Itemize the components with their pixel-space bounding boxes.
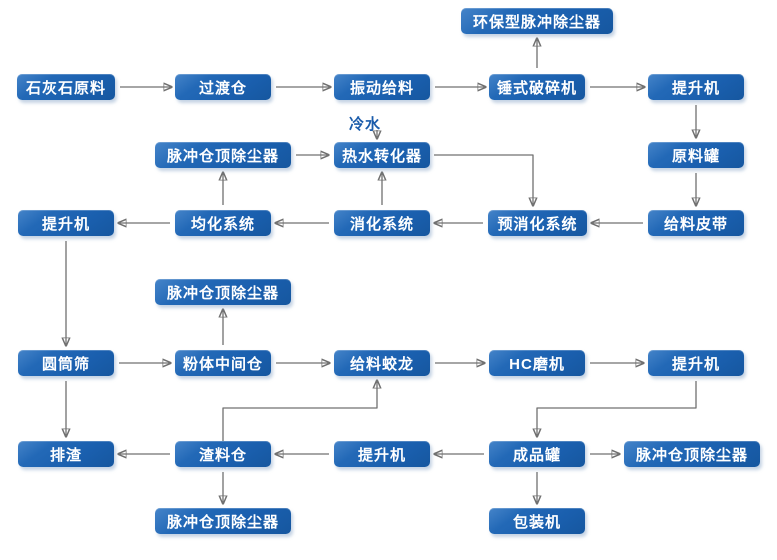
node-hot-water-converter: 热水转化器	[334, 142, 430, 168]
node-hammer-crusher: 锤式破碎机	[489, 74, 585, 100]
node-raw-material-tank: 原料罐	[648, 142, 744, 168]
cold-water-label: 冷水	[349, 116, 382, 133]
node-elevator-mid: 提升机	[334, 441, 430, 467]
node-elevator-top: 提升机	[648, 74, 744, 100]
node-slag-discharge: 排渣	[18, 441, 114, 467]
node-feeding-belt: 给料皮带	[648, 210, 744, 236]
arrow-elevator-right-to-finished-tank	[537, 381, 697, 437]
node-transition-bin: 过渡仓	[175, 74, 271, 100]
node-elevator-right: 提升机	[648, 350, 744, 376]
node-pulse-bin-top-dust-collector-3: 脉冲仓顶除尘器	[624, 441, 760, 467]
node-homogenization-system: 均化系统	[175, 210, 271, 236]
node-finished-product-tank: 成品罐	[489, 441, 585, 467]
node-feeding-screw-conveyor: 给料蛟龙	[334, 350, 430, 376]
node-eco-pulse-dust-collector: 环保型脉冲除尘器	[461, 8, 613, 34]
node-digestion-system: 消化系统	[334, 210, 430, 236]
node-pulse-bin-top-dust-collector-2: 脉冲仓顶除尘器	[155, 279, 291, 305]
node-pulse-bin-top-dust-collector-4: 脉冲仓顶除尘器	[155, 508, 291, 534]
arrow-slag-bin-to-feeding-screw	[222, 380, 377, 441]
node-hc-mill: HC磨机	[489, 350, 585, 376]
node-pulse-bin-top-dust-collector-1: 脉冲仓顶除尘器	[155, 142, 291, 168]
node-slag-bin: 渣料仓	[175, 441, 271, 467]
node-powder-intermediate-bin: 粉体中间仓	[175, 350, 271, 376]
node-drum-screen: 圆筒筛	[18, 350, 114, 376]
node-vibrating-feeder: 振动给料	[334, 74, 430, 100]
node-pre-digestion-system: 预消化系统	[488, 210, 587, 236]
node-packing-machine: 包装机	[489, 508, 585, 534]
arrow-hot-water-converter-to-pre-digestion	[434, 154, 533, 206]
node-elevator-left: 提升机	[18, 210, 114, 236]
node-limestone-raw-material: 石灰石原料	[17, 74, 115, 100]
